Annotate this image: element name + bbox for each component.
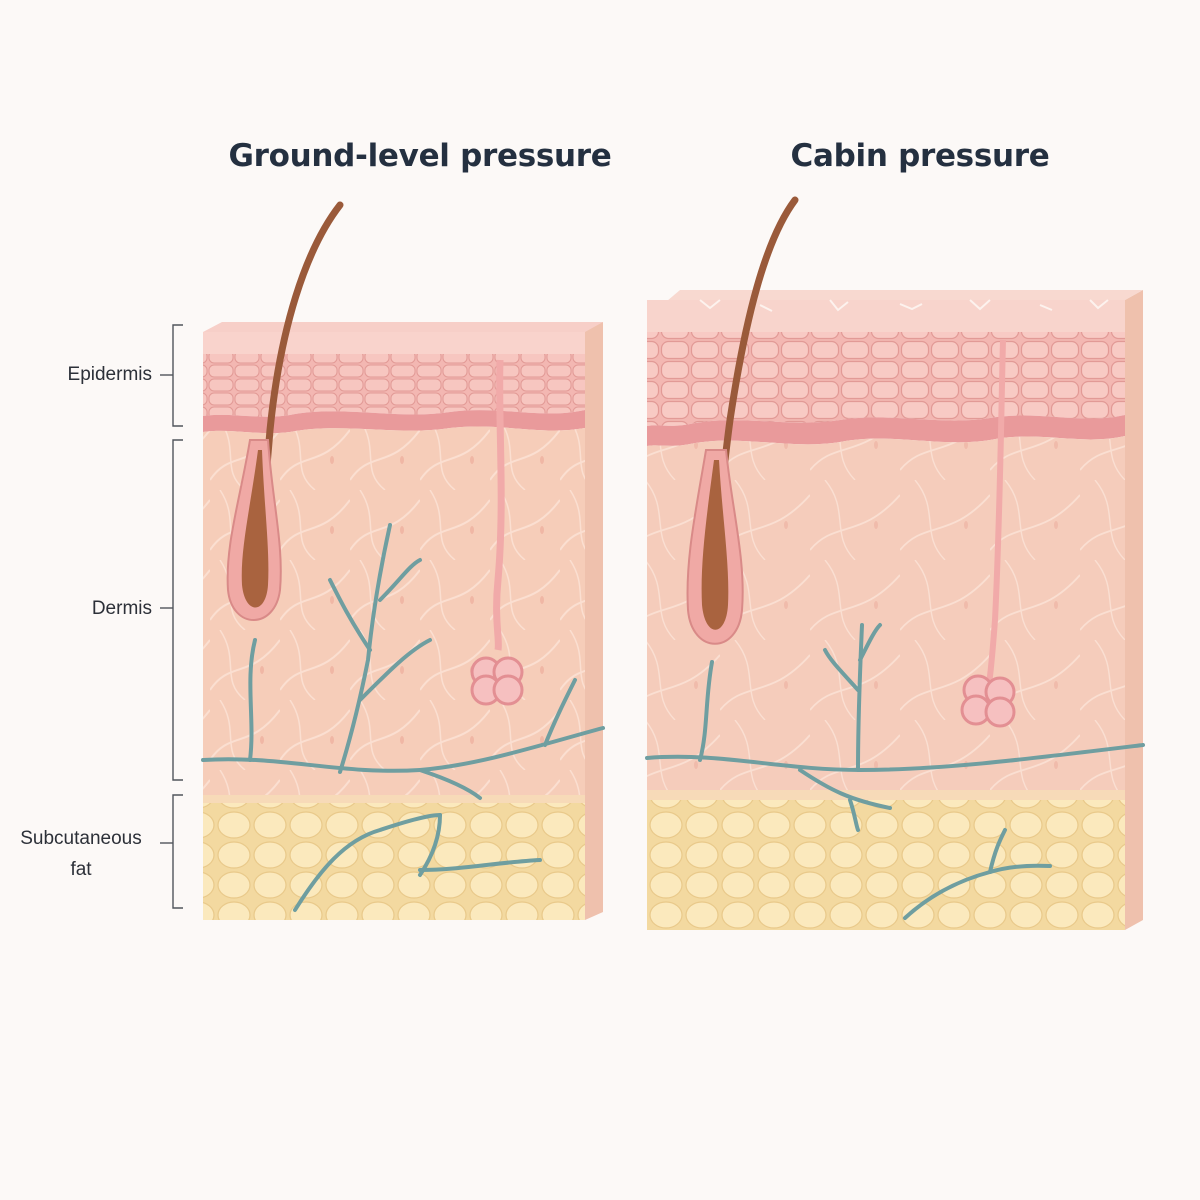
subcutaneous-label-line1: Subcutaneous (10, 823, 152, 854)
ground-level-title: Ground-level pressure (195, 138, 645, 186)
subcutaneous-label-line2: fat (10, 854, 152, 885)
cabin-pressure-title: Cabin pressure (720, 138, 1120, 186)
right-dermis-fat-boundary (647, 790, 1125, 800)
left-block-side-face (585, 322, 603, 920)
left-subcutaneous-fat (203, 795, 585, 920)
dermis-bracket (173, 440, 183, 780)
left-block-top-face (203, 322, 603, 332)
left-skin-block (203, 205, 603, 920)
right-epidermis (647, 332, 1125, 426)
epidermis-label: Epidermis (20, 359, 152, 390)
right-sweat-gland (962, 676, 1014, 726)
right-block-side-face (1125, 290, 1143, 930)
layer-brackets (160, 325, 183, 908)
right-skin-block (647, 200, 1143, 930)
left-sweat-gland (472, 658, 522, 704)
subcutaneous-fat-label: Subcutaneous fat (10, 823, 152, 885)
right-stratum-corneum (647, 300, 1125, 332)
fat-bracket (173, 795, 183, 908)
right-subcutaneous-fat (647, 790, 1125, 930)
dermis-label: Dermis (20, 593, 152, 624)
left-stratum-corneum (203, 332, 585, 354)
left-epidermis (203, 354, 585, 417)
left-dermis-fat-boundary (203, 795, 585, 803)
epidermis-bracket (173, 325, 183, 426)
